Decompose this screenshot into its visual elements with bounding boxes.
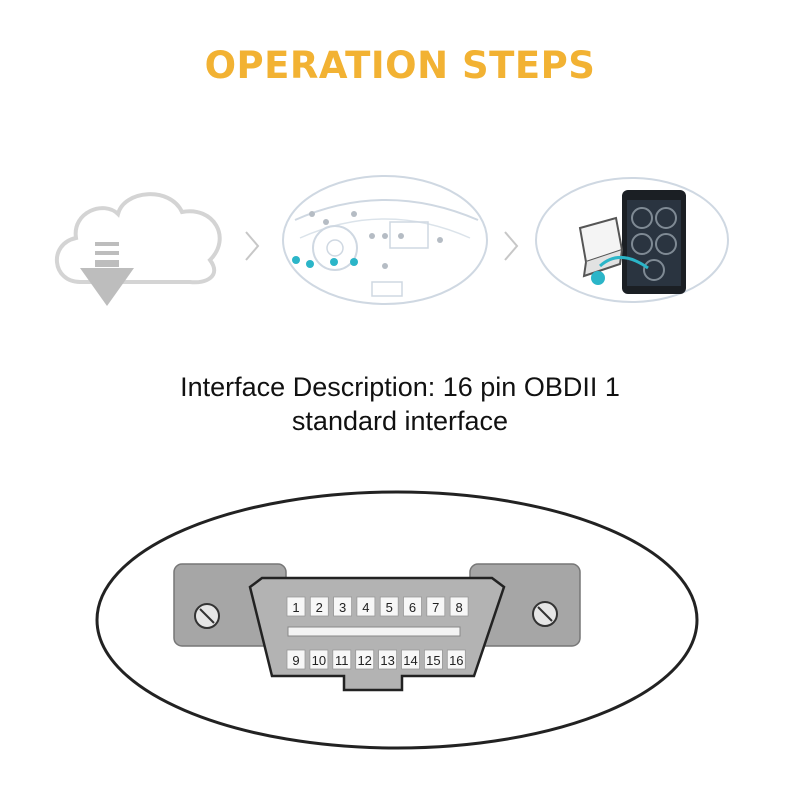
pin-label-15: 15: [426, 653, 440, 668]
description-line-2: standard interface: [291, 406, 509, 436]
obd-phone-app-icon: [535, 177, 729, 303]
pin-label-10: 10: [312, 653, 326, 668]
pin-11: [332, 649, 352, 670]
pin-label-2: 2: [316, 600, 323, 615]
pin-16: [446, 649, 466, 670]
screw-icon: [194, 603, 220, 629]
pin-label-3: 3: [339, 600, 346, 615]
description-line-1: Interface Description: 16 pin OBDII 1: [180, 372, 620, 402]
pin-label-7: 7: [432, 600, 439, 615]
pin-label-8: 8: [455, 600, 462, 615]
pin-10: [309, 649, 329, 670]
pin-label-11: 11: [335, 653, 349, 668]
pin-7: [426, 596, 446, 617]
pin-label-1: 1: [292, 600, 299, 615]
chevron-right-icon: [245, 231, 260, 261]
pin-15: [423, 649, 443, 670]
car-dashboard-icon: [282, 175, 488, 305]
pin-label-5: 5: [386, 600, 393, 615]
pin-label-12: 12: [357, 653, 371, 668]
pin-3: [333, 596, 353, 617]
pin-1: [286, 596, 306, 617]
pin-4: [356, 596, 376, 617]
operation-steps: [55, 175, 729, 306]
pin-label-4: 4: [362, 600, 369, 615]
page-title: OPERATION STEPS: [204, 44, 596, 87]
pin-12: [355, 649, 375, 670]
pin-14: [401, 649, 420, 670]
screw-icon: [532, 601, 558, 627]
chevron-right-icon: [504, 231, 519, 261]
interface-description: Interface Description: 16 pin OBDII 1 st…: [0, 370, 800, 438]
pin-13: [378, 649, 398, 670]
pin-2: [309, 596, 329, 617]
pin-label-6: 6: [409, 600, 416, 615]
pin-9: [286, 649, 306, 670]
pin-label-16: 16: [449, 653, 463, 668]
pin-label-9: 9: [292, 653, 299, 668]
pin-5: [379, 596, 399, 617]
pin-label-13: 13: [380, 653, 394, 668]
pin-divider-bar: [287, 626, 461, 637]
pin-row-top: 1 2 3 4 5 6 7 8: [286, 596, 469, 617]
pin-6: [403, 596, 422, 617]
pin-label-14: 14: [403, 653, 417, 668]
cloud-download-icon: [55, 192, 222, 306]
pin-row-bottom: 9 10 11 12 13 14 15 16: [286, 649, 466, 670]
pin-8: [449, 596, 469, 617]
